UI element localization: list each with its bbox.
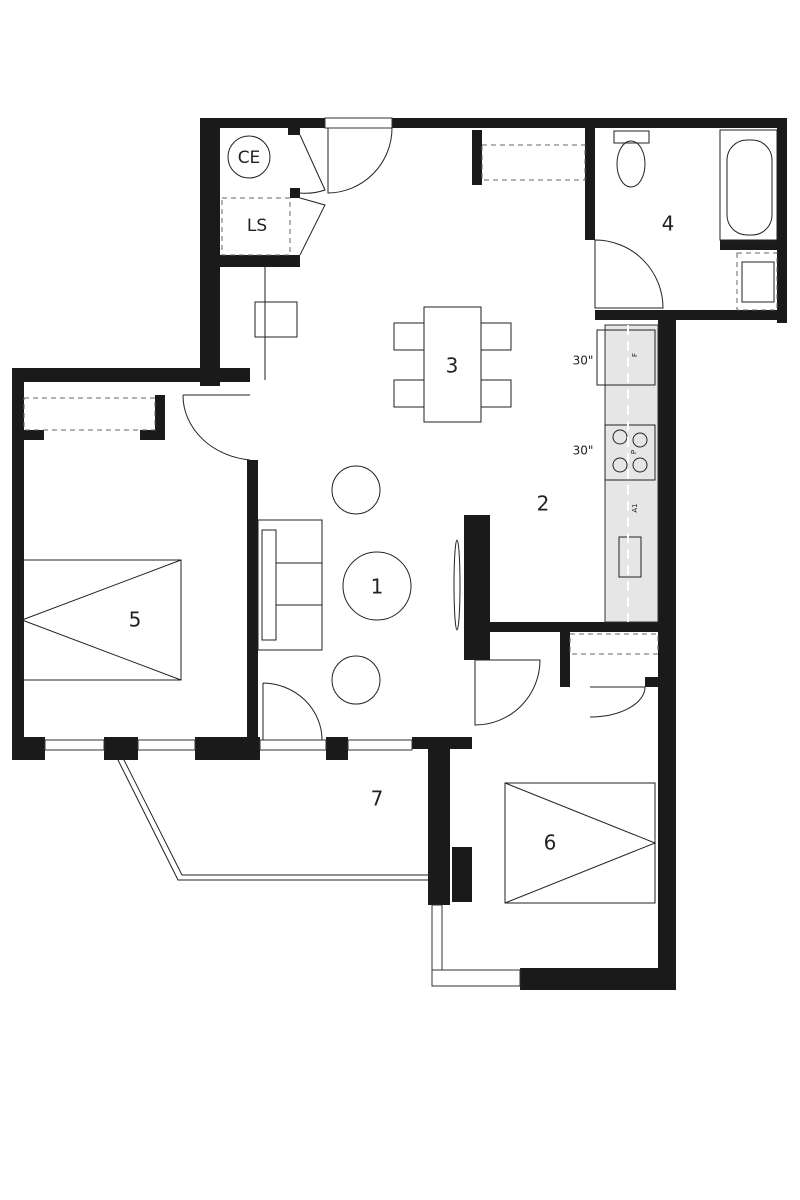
counter-tag: A1 — [631, 503, 639, 512]
bathtub-icon — [719, 129, 778, 241]
room-label-2: 2 — [537, 492, 550, 516]
room-label-3: 3 — [446, 354, 459, 378]
fridge-width-label: 30" — [573, 354, 594, 368]
room-label-7: 7 — [371, 787, 384, 811]
fridge-tag: F — [631, 353, 639, 357]
armchair — [331, 465, 381, 515]
room-label-1: 1 — [371, 575, 384, 599]
ce-label: CE — [238, 148, 261, 168]
closet-shelf — [481, 144, 586, 181]
dining-table — [393, 306, 512, 423]
sofa — [257, 519, 323, 651]
toilet-icon — [613, 130, 650, 188]
tv — [453, 539, 461, 631]
walls — [12, 118, 787, 990]
room-label-6: 6 — [544, 831, 557, 855]
bed-room-5 — [20, 559, 182, 681]
sink-icon — [736, 252, 778, 311]
desk — [254, 267, 298, 380]
windows — [44, 117, 521, 987]
doors[interactable] — [182, 127, 664, 741]
bed-room-6 — [504, 782, 657, 904]
kitchen-counter — [596, 324, 659, 623]
range-tag: P — [630, 450, 638, 454]
coffee-table — [342, 551, 412, 621]
armchair — [331, 655, 381, 705]
room-label-4: 4 — [662, 212, 675, 236]
ce-circle — [227, 135, 271, 179]
balcony-outline — [117, 759, 430, 881]
room-label-5: 5 — [129, 608, 142, 632]
ls-label: LS — [247, 216, 267, 236]
closet-bedroom-6 — [569, 633, 659, 655]
range-width-label: 30" — [573, 444, 594, 458]
closet-bedroom-5 — [23, 397, 156, 431]
